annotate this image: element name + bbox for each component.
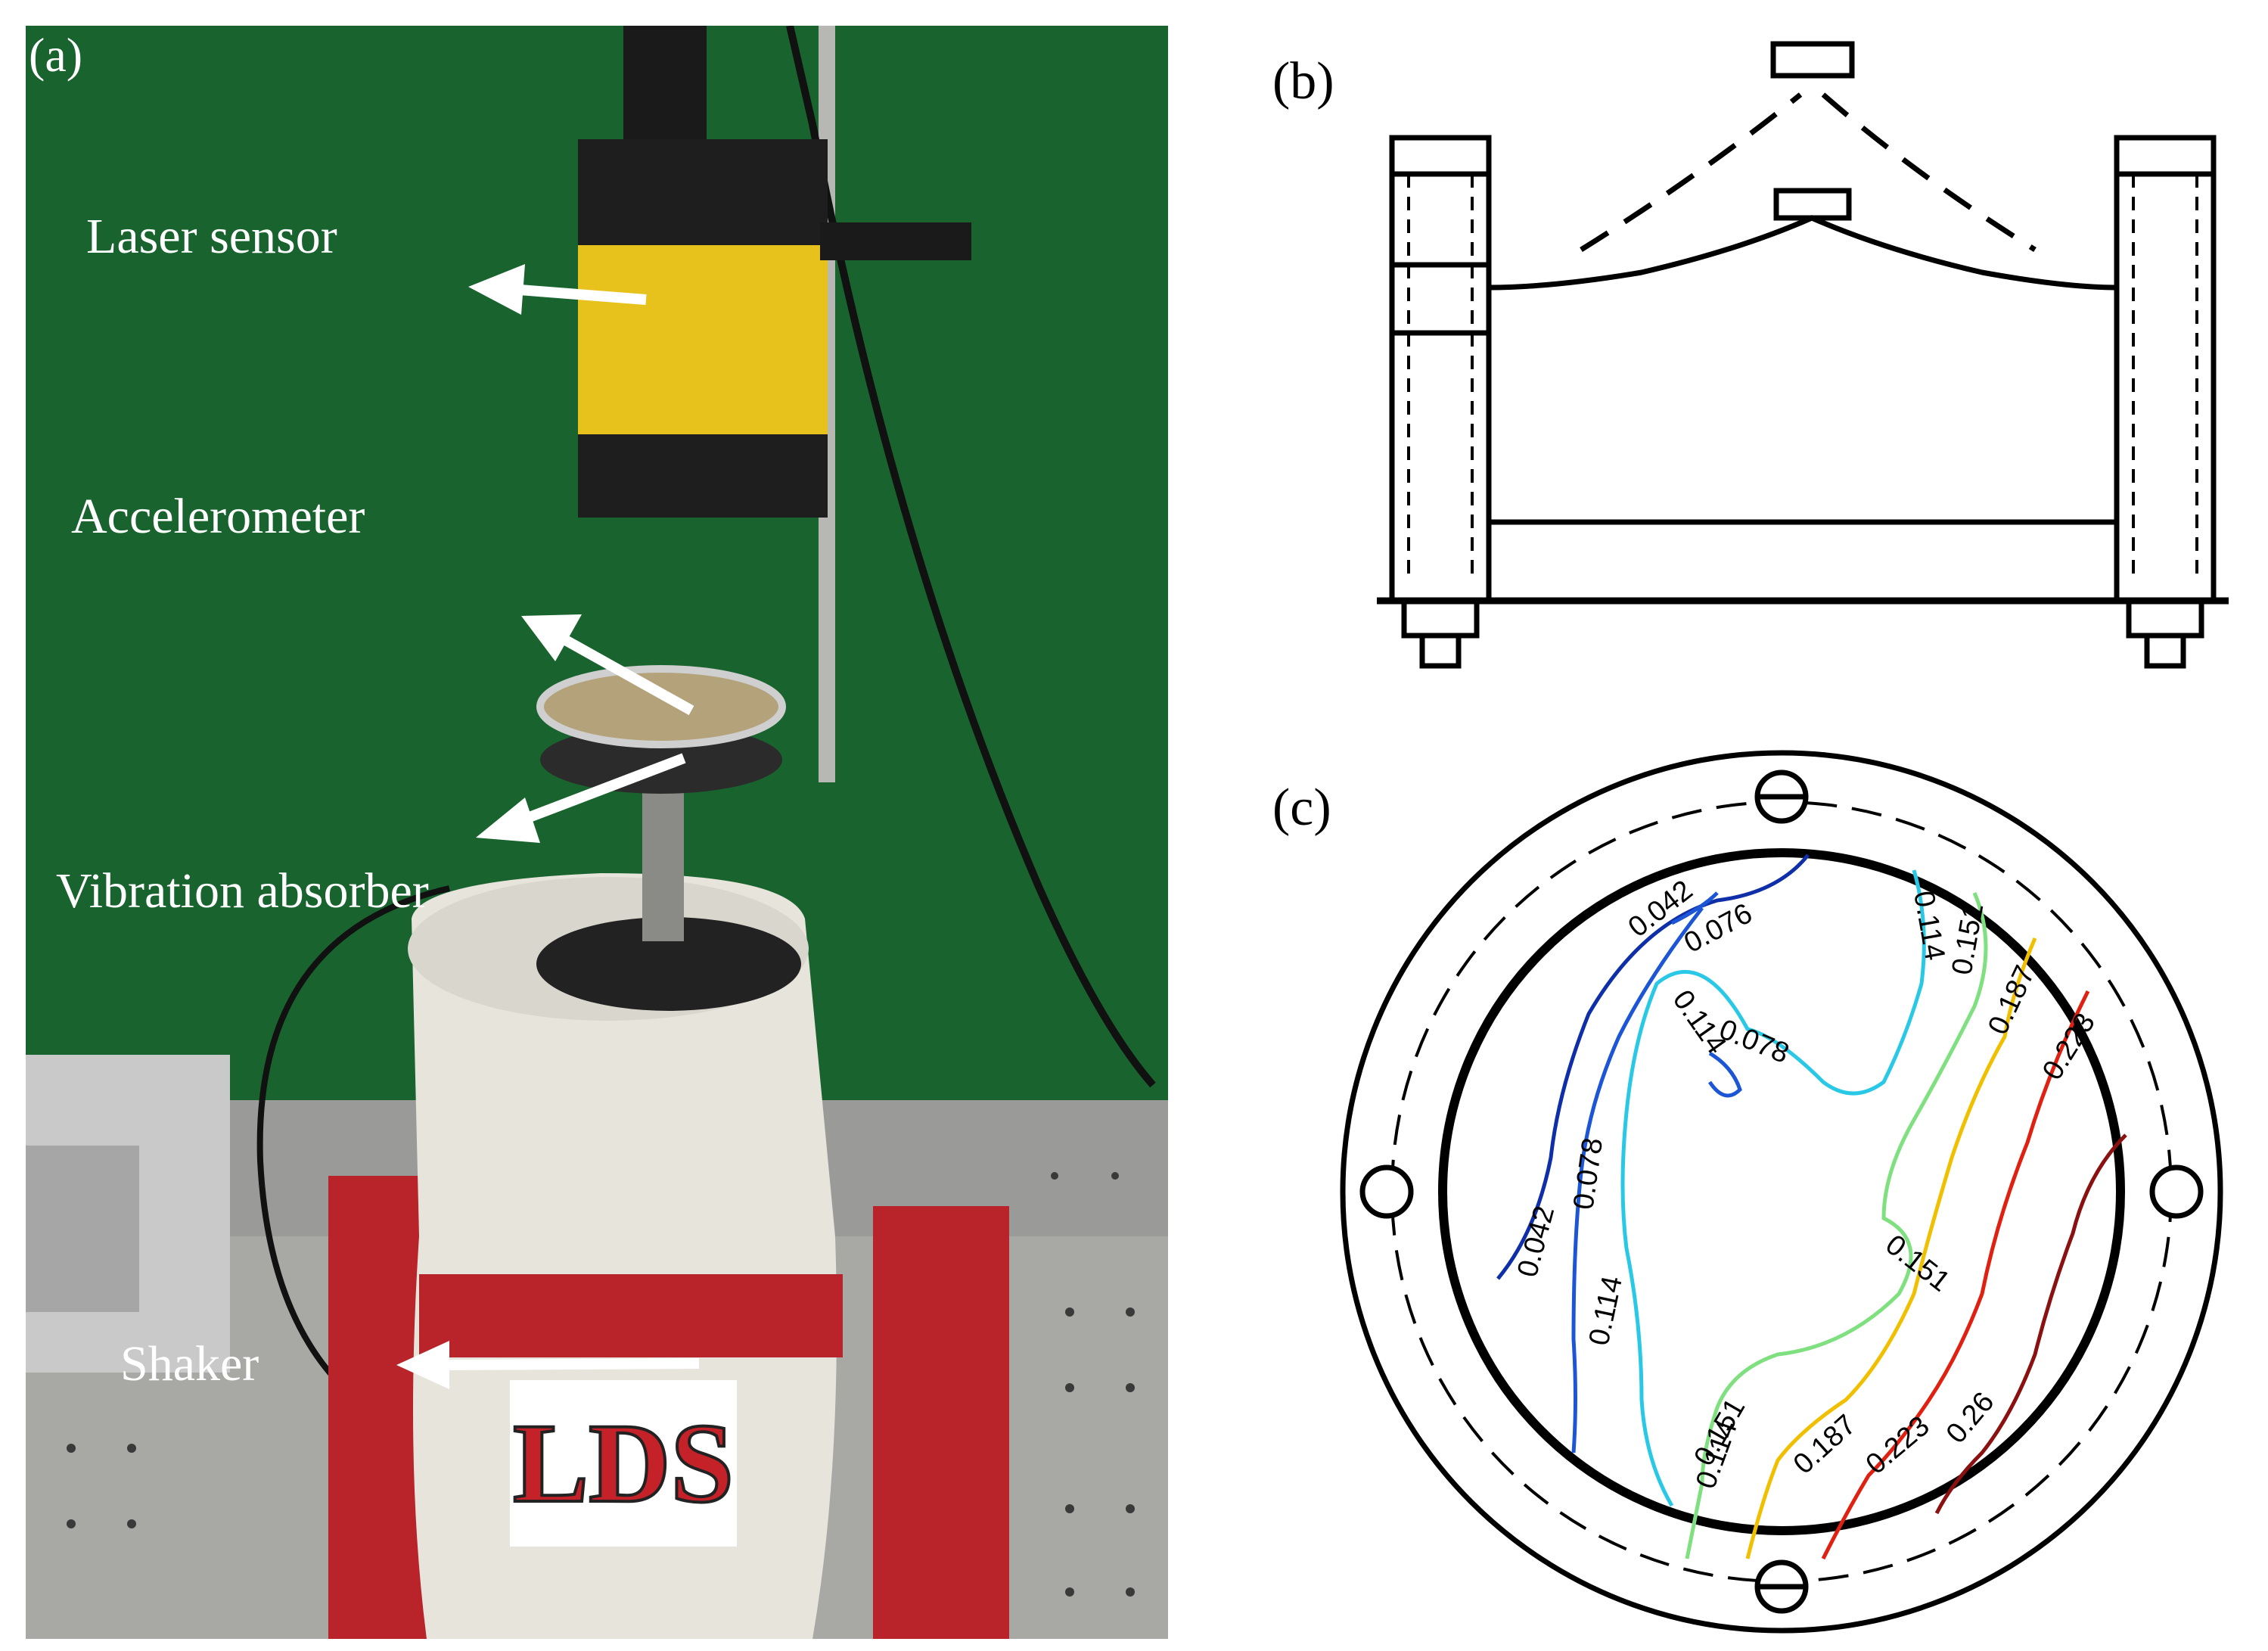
laser-sensor-black — [578, 139, 828, 260]
contour-label-14: 0.151 — [1879, 1229, 1956, 1298]
schematic-panel: (b) — [1272, 41, 2229, 669]
shaker-arrow — [441, 1358, 700, 1370]
absorber-arrow-head — [476, 798, 540, 843]
lds-logo-plate — [510, 1380, 737, 1547]
shaker-armature-ring — [536, 917, 801, 1011]
contour-0114 — [1620, 869, 1926, 1507]
accelerometer-arrow — [560, 633, 694, 716]
absorber-top-plate — [540, 669, 782, 745]
amplifier-vent — [26, 1146, 139, 1312]
schematic-drawing — [1377, 41, 2229, 669]
contour-0151 — [1685, 892, 1988, 1559]
contour-label-17: 0.223 — [1860, 1410, 1936, 1481]
outer-flange-ring — [1340, 750, 2223, 1634]
photo-panel: LDS (a) Laser sensor Accelerometer Vibra… — [26, 26, 1168, 1639]
contour-label-9: 0.187 — [1982, 961, 2041, 1040]
bolt-holes — [1359, 770, 2204, 1614]
contour-label-15: 0.151 — [1688, 1393, 1751, 1471]
absorber-mass-lower — [1773, 188, 1852, 221]
membrane-boundary — [1438, 848, 2125, 1535]
contour-0187 — [1745, 937, 2037, 1559]
laser-sensor-bottom — [578, 434, 828, 518]
contour-label-7: 0.114 — [1583, 1273, 1629, 1348]
absorber-stem — [642, 790, 684, 941]
right-nut — [2126, 598, 2204, 639]
accelerometer-label: Accelerometer — [71, 489, 365, 544]
left-nut — [1401, 598, 1480, 639]
contour-label-11: 0.042 — [1511, 1203, 1561, 1281]
bolt-hole-right — [2149, 1164, 2204, 1219]
membrane-deformed — [1488, 215, 2117, 291]
right-nut-cap — [2144, 633, 2186, 669]
rod-clamp — [820, 222, 971, 260]
laser-arrow — [509, 284, 647, 305]
laser-sensor-label: Laser sensor — [86, 209, 337, 264]
left-post — [1389, 135, 1492, 604]
shaker-cable — [256, 885, 450, 1390]
accelerometer-arrow-head — [521, 614, 582, 661]
panel-c-label: (c) — [1272, 779, 1331, 837]
contour-label-16: 0.187 — [1788, 1409, 1863, 1481]
panel-b-label: (b) — [1272, 52, 1334, 110]
contour-label-4: 0.114 — [1907, 888, 1950, 962]
bolt-hole-left — [1359, 1164, 1414, 1219]
bolt-circle-dashed — [1390, 801, 2173, 1583]
shaker-stand-right — [873, 1206, 1009, 1639]
shaker-arrow-head — [396, 1341, 449, 1389]
absorber-arrow — [515, 753, 686, 827]
lds-logo-text: LDS — [513, 1401, 734, 1526]
sensor-cable — [786, 26, 1156, 1088]
annotation-arrows — [396, 264, 700, 1389]
contour-label-2: 0.076 — [1679, 897, 1758, 959]
laser-arrow-head — [468, 264, 525, 315]
contour-026 — [1934, 1133, 2127, 1515]
contour-panel: (c) 0.042 0.076 0.078 0.114 0.114 0.114 … — [1272, 750, 2223, 1634]
shaker-label: Shaker — [120, 1336, 259, 1391]
contour-0076 — [1571, 891, 1719, 1454]
left-nut-cap — [1419, 633, 1462, 669]
contour-0078-island — [1707, 1051, 1742, 1098]
shaker-red-band — [419, 1274, 843, 1357]
contour-lines — [1496, 853, 2127, 1560]
right-post — [2114, 135, 2217, 604]
membrane-max-deflection — [1580, 92, 2037, 252]
contour-0042 — [1496, 853, 1810, 1280]
contour-label-12: 0.078 — [1567, 1136, 1609, 1211]
contour-0223 — [1821, 990, 2090, 1560]
absorber-rim — [536, 665, 786, 748]
vibration-absorber-label: Vibration absorber — [56, 863, 429, 919]
laser-sensor-yellow — [578, 245, 828, 442]
panel-a-label: (a) — [29, 28, 82, 82]
absorber-mass-upper — [1770, 41, 1855, 79]
